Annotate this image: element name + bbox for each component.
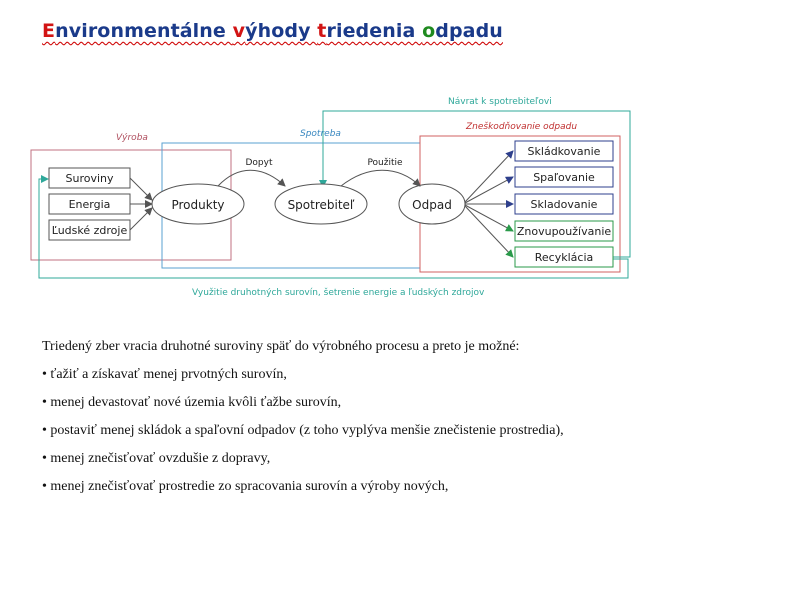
- arrow-odpad-znovupouzivanie: [464, 204, 514, 232]
- title-segment: ýhody: [245, 20, 318, 42]
- title-segment: E: [42, 20, 56, 42]
- waste-cycle-diagram: Výroba Spotreba Zneškodňovanie odpadu Ná…: [30, 97, 631, 298]
- arrow-dopyt: [217, 169, 286, 187]
- input-ludske-zdroje-label: Ľudské zdroje: [52, 224, 128, 237]
- arrow-pouzitie: [340, 169, 421, 187]
- arrow-suroviny-produkty: [129, 177, 153, 201]
- bullet-item: • menej znečisťovať prostredie zo spraco…: [42, 479, 449, 494]
- node-odpad: Odpad: [398, 183, 466, 225]
- benefits-text: Triedený zber vracia druhotné suroviny s…: [42, 340, 762, 512]
- dopyt-label: Dopyt: [245, 158, 272, 168]
- return-loop-line: [319, 110, 631, 258]
- input-suroviny-label: Suroviny: [65, 172, 114, 185]
- input-suroviny: Suroviny: [48, 167, 131, 189]
- option-skladkovanie-label: Skládkovanie: [528, 145, 601, 158]
- input-ludske-zdroje: Ľudské zdroje: [48, 219, 131, 241]
- node-produkty: Produkty: [151, 183, 245, 225]
- option-znovupouzivanie-label: Znovupoužívanie: [517, 225, 612, 238]
- title-segment: nvironmentálne: [55, 20, 233, 42]
- title-segment: riedenia: [326, 20, 423, 42]
- arrow-odpad-spalovanie: [464, 176, 514, 204]
- title-segment: t: [317, 20, 327, 42]
- vyuzitie-label: Využitie druhotných surovín, šetrenie en…: [192, 287, 485, 298]
- bullet-item: • menej devastovať nové územia kvôli ťaž…: [42, 395, 342, 410]
- option-skladovanie: Skladovanie: [514, 193, 614, 215]
- option-recyklacia-label: Recyklácia: [535, 251, 594, 264]
- title-segment: dpadu: [435, 20, 503, 42]
- page-title: Environmentálne výhody triedenia odpadu: [42, 20, 503, 42]
- title-segment: o: [422, 20, 436, 42]
- zneskodnovanie-label: Zneškodňovanie odpadu: [465, 121, 577, 132]
- bullet-item: • menej znečisťovať ovzdušie z dopravy,: [42, 451, 271, 466]
- intro-text: Triedený zber vracia druhotné suroviny s…: [42, 340, 520, 354]
- option-recyklacia: Recyklácia: [514, 246, 614, 268]
- bullet-item: • ťažiť a získavať menej prvotných surov…: [42, 367, 287, 382]
- node-produkty-label: Produkty: [171, 198, 224, 212]
- arrow-zdroje-produkty: [129, 207, 153, 231]
- option-skladkovanie: Skládkovanie: [514, 140, 614, 162]
- node-odpad-label: Odpad: [412, 198, 452, 212]
- vyroba-label: Výroba: [116, 133, 148, 143]
- node-spotrebitel-label: Spotrebiteľ: [288, 198, 355, 212]
- title-segment: v: [232, 20, 246, 42]
- arrow-odpad-skladkovanie: [464, 150, 514, 203]
- reuse-loop-line: [38, 175, 629, 279]
- navrat-label: Návrat k spotrebiteľovi: [448, 97, 552, 107]
- input-energia: Energia: [48, 193, 131, 215]
- option-spalovanie-label: Spaľovanie: [533, 171, 595, 184]
- arrow-odpad-recyklacia: [464, 205, 514, 258]
- input-energia-label: Energia: [69, 198, 111, 211]
- option-znovupouzivanie: Znovupoužívanie: [514, 220, 614, 242]
- pouzitie-label: Použitie: [367, 158, 403, 168]
- bullet-item: • postaviť menej skládok a spaľovní odpa…: [42, 423, 564, 438]
- spotreba-label: Spotreba: [300, 129, 341, 139]
- node-spotrebitel: Spotrebiteľ: [274, 183, 368, 225]
- option-spalovanie: Spaľovanie: [514, 166, 614, 188]
- option-skladovanie-label: Skladovanie: [531, 198, 598, 211]
